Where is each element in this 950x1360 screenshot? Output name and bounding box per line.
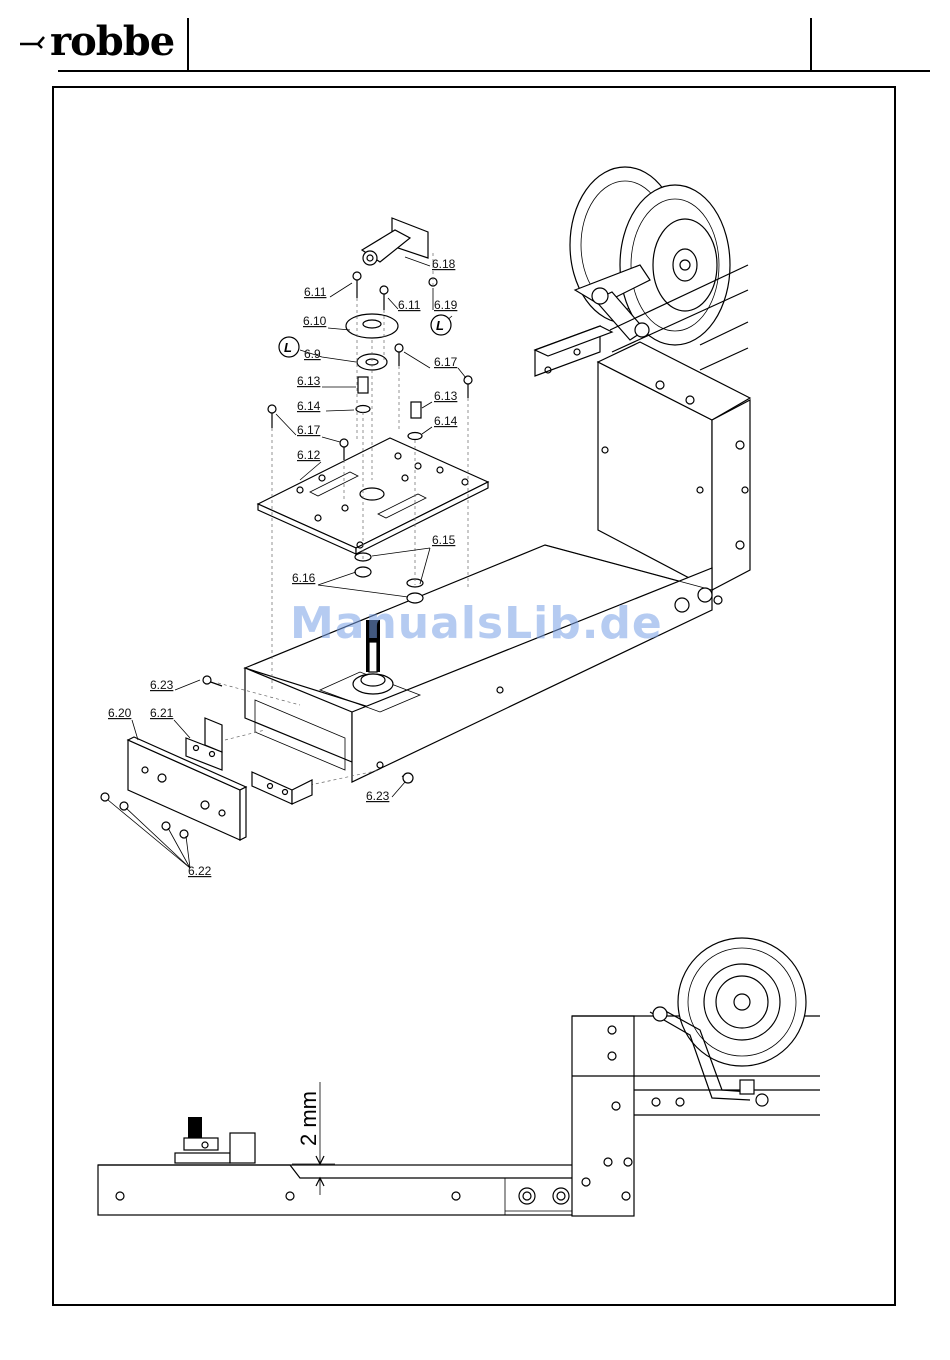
wheel-assembly-top (570, 167, 730, 345)
label-6-11-left: 6.11 (304, 285, 327, 299)
label-6-10: 6.10 (303, 314, 327, 328)
label-6-14-left: 6.14 (297, 399, 321, 413)
steering-arm (362, 218, 428, 265)
label-6-19: 6.19 (434, 298, 458, 312)
label-6-12: 6.12 (297, 448, 321, 462)
label-6-11-right: 6.11 (398, 298, 421, 312)
label-6-23-right: 6.23 (366, 789, 390, 803)
label-6-21: 6.21 (150, 706, 174, 720)
label-6-13-right: 6.13 (434, 389, 458, 403)
label-6-17-right: 6.17 (434, 355, 458, 369)
chassis-side-plate (598, 342, 750, 590)
label-6-23-left: 6.23 (150, 678, 174, 692)
label-6-17-left: 6.17 (297, 423, 321, 437)
base-channel (245, 545, 722, 782)
watermark: ManualsLib.de (290, 598, 663, 649)
label-6-20: 6.20 (108, 706, 132, 720)
side-view-drawing (98, 938, 820, 1216)
label-6-18: 6.18 (432, 257, 456, 271)
label-6-15: 6.15 (432, 533, 456, 547)
label-6-22: 6.22 (188, 864, 212, 878)
label-6-14-right: 6.14 (434, 414, 458, 428)
label-6-9: 6.9 (304, 347, 321, 361)
loctite-letter-a: L (284, 340, 292, 355)
nuts-and-washers (355, 553, 423, 603)
loctite-letter-b: L (436, 318, 444, 333)
label-6-16: 6.16 (292, 571, 316, 585)
label-6-13-left: 6.13 (297, 374, 321, 388)
dimension-2mm: 2 mm (296, 1091, 321, 1146)
